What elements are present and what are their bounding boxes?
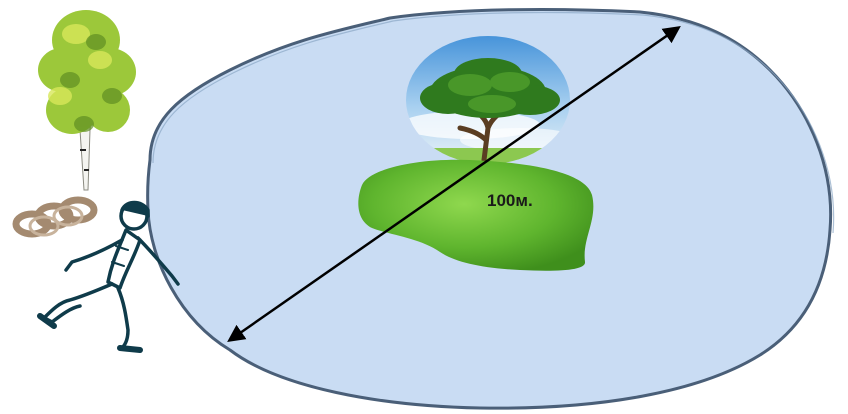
- rope-coil-icon: [12, 196, 98, 238]
- running-boy-icon: [37, 200, 180, 353]
- birch-tree-icon: [38, 10, 136, 191]
- distance-arrow: [227, 25, 681, 343]
- distance-label: 100м.: [487, 191, 533, 210]
